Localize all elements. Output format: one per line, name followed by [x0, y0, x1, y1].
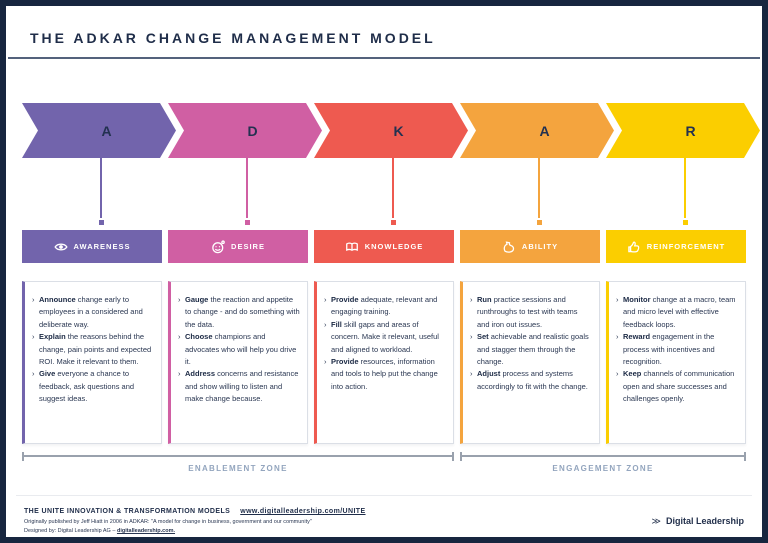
box-knowledge: Provide adequate, relevant and engaging … — [314, 281, 454, 444]
digital-leadership-logo: ≫ Digital Leadership — [652, 516, 744, 526]
badge-label: DESIRE — [231, 242, 265, 251]
footer-attribution: Originally published by Jeff Hiatt in 20… — [24, 518, 366, 537]
footer-line3: Designed by: Digital Leadership AG – dig… — [24, 528, 176, 535]
connector-knowledge — [323, 158, 463, 230]
badge-label: AWARENESS — [73, 242, 131, 251]
chevron-letter: K — [393, 122, 405, 139]
title-rule — [8, 57, 760, 59]
page-title: THE ADKAR CHANGE MANAGEMENT MODEL — [30, 30, 436, 46]
chevron-letter: A — [539, 122, 551, 139]
badge-label: REINFORCEMENT — [646, 242, 726, 251]
footer-site-link[interactable]: digitalleadership.com. — [116, 528, 176, 535]
badge-label: KNOWLEDGE — [364, 242, 424, 251]
list-item: Reward engagement in the process with in… — [616, 331, 738, 368]
smiley-icon — [212, 239, 225, 253]
zone-bracket — [460, 451, 746, 461]
list-item: Set achievable and realistic goals and s… — [470, 331, 592, 368]
zone-bracket — [22, 451, 454, 461]
badge-reinforcement: REINFORCEMENT — [606, 230, 746, 263]
footer-unite-link[interactable]: www.digitalleadership.com/UNITE — [240, 508, 366, 515]
column-reinforcement: R REINFORCEMENT Monitor change at a macr… — [606, 103, 746, 444]
zones: ENABLEMENT ZONE ENGAGEMENT ZONE — [22, 451, 746, 473]
list-item: Address concerns and resistance and show… — [178, 368, 300, 405]
connector-desire — [177, 158, 317, 230]
list-item: Choose champions and advocates who will … — [178, 331, 300, 368]
chevron-ability: A — [460, 103, 614, 158]
chevron-desire: D — [168, 103, 322, 158]
badge-awareness: AWARENESS — [22, 230, 162, 263]
header: THE ADKAR CHANGE MANAGEMENT MODEL — [22, 6, 746, 46]
column-awareness: A AWARENESS Announce change early to emp… — [22, 103, 162, 444]
list-item: Keep channels of communication open and … — [616, 368, 738, 405]
footer-title: THE UNITE INNOVATION & TRANSFORMATION MO… — [24, 508, 231, 515]
adkar-columns: A AWARENESS Announce change early to emp… — [22, 103, 746, 444]
footer-title-row: THE UNITE INNOVATION & TRANSFORMATION MO… — [24, 508, 366, 515]
chevron-reinforcement: R — [606, 103, 760, 158]
enablement-zone: ENABLEMENT ZONE — [22, 451, 454, 473]
page: THE ADKAR CHANGE MANAGEMENT MODEL A AWAR… — [6, 6, 762, 537]
connector-reinforcement — [615, 158, 755, 230]
list-item: Announce change early to employees in a … — [32, 294, 154, 331]
badge-label: ABILITY — [521, 242, 559, 251]
list-item: Explain the reasons behind the change, p… — [32, 331, 154, 368]
list-item: Provide adequate, relevant and engaging … — [324, 294, 446, 319]
chevron-letter: A — [101, 122, 113, 139]
footer-line2: Originally published by Jeff Hiatt in 20… — [24, 519, 312, 525]
footer: THE UNITE INNOVATION & TRANSFORMATION MO… — [22, 508, 746, 537]
flex-arm-icon — [503, 240, 515, 253]
column-ability: A ABILITY Run practice sessions and runt… — [460, 103, 600, 444]
logo-chevron-icon: ≫ — [651, 515, 661, 526]
column-desire: D DESIRE Gauge the reaction and appetite… — [168, 103, 308, 444]
zone-label: ENGAGEMENT ZONE — [552, 464, 654, 473]
zone-label: ENABLEMENT ZONE — [188, 464, 288, 473]
badge-ability: ABILITY — [460, 230, 600, 263]
logo-name: Digital Leadership — [665, 516, 744, 526]
list-item: Gauge the reaction and appetite to chang… — [178, 294, 300, 331]
eye-icon — [53, 243, 68, 250]
list-item: Monitor change at a macro, team and micr… — [616, 294, 738, 331]
footer-divider — [16, 495, 752, 496]
chevron-letter: R — [685, 122, 697, 139]
footer-left: THE UNITE INNOVATION & TRANSFORMATION MO… — [24, 508, 366, 537]
box-ability: Run practice sessions and runthroughs to… — [460, 281, 600, 444]
chevron-knowledge: K — [314, 103, 468, 158]
connector-awareness — [31, 158, 171, 230]
list-item: Give everyone a chance to feedback, ask … — [32, 368, 154, 405]
list-item: Provide resources, information and tools… — [324, 356, 446, 393]
box-awareness: Announce change early to employees in a … — [22, 281, 162, 444]
chevron-letter: D — [247, 122, 259, 139]
list-item: Fill skill gaps and areas of concern. Ma… — [324, 319, 446, 356]
list-item: Run practice sessions and runthroughs to… — [470, 294, 592, 331]
engagement-zone: ENGAGEMENT ZONE — [460, 451, 746, 473]
thumbs-up-icon — [628, 240, 640, 253]
badge-desire: DESIRE — [168, 230, 308, 263]
box-desire: Gauge the reaction and appetite to chang… — [168, 281, 308, 444]
book-icon — [345, 242, 358, 251]
connector-ability — [469, 158, 609, 230]
badge-knowledge: KNOWLEDGE — [314, 230, 454, 263]
chevron-awareness: A — [22, 103, 176, 158]
list-item: Adjust process and systems accordingly t… — [470, 368, 592, 393]
box-reinforcement: Monitor change at a macro, team and micr… — [606, 281, 746, 444]
column-knowledge: K KNOWLEDGE Provide adequate, relevant a… — [314, 103, 454, 444]
